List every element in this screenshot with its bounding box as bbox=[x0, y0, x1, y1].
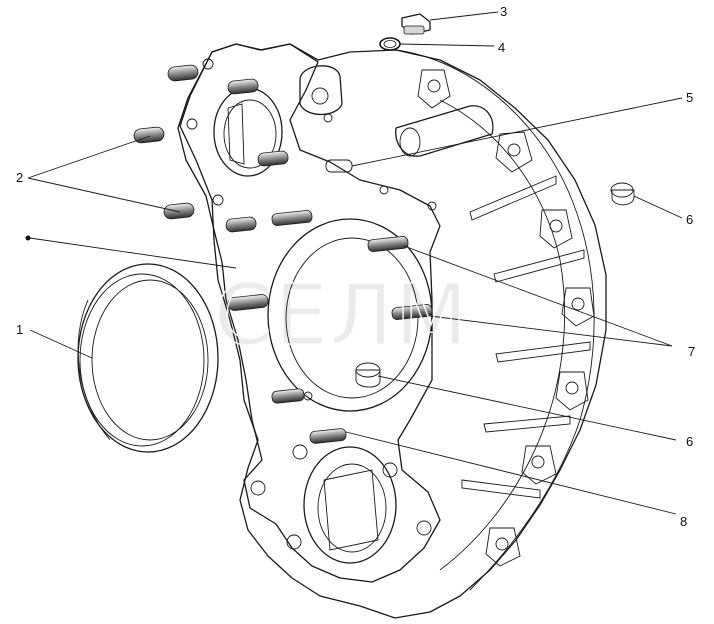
main-bore bbox=[267, 218, 433, 412]
pins bbox=[325, 159, 635, 388]
top-boss bbox=[299, 65, 494, 157]
callout-3: 3 bbox=[500, 4, 507, 19]
flange-bosses bbox=[417, 69, 595, 567]
callout-8: 8 bbox=[680, 514, 687, 529]
callout-2: 2 bbox=[16, 170, 23, 185]
plate-holes bbox=[186, 58, 437, 550]
callout-4: 4 bbox=[498, 40, 505, 55]
watermark: СЕЛМ bbox=[214, 266, 469, 364]
plug-and-washer bbox=[379, 13, 431, 51]
reference-dot bbox=[25, 235, 31, 241]
housing-studs bbox=[225, 78, 433, 444]
loose-studs bbox=[133, 64, 199, 220]
rear-flange-rim bbox=[395, 49, 595, 591]
reinforcing-ribs bbox=[461, 175, 591, 499]
callout-6-top: 6 bbox=[686, 212, 693, 227]
lower-bore bbox=[303, 446, 397, 564]
callout-5: 5 bbox=[686, 90, 693, 105]
seal-ring bbox=[77, 263, 219, 453]
housing-outline bbox=[179, 43, 607, 619]
rear-flange-rim-inner bbox=[439, 99, 566, 571]
front-plate bbox=[177, 43, 441, 583]
callout-1: 1 bbox=[16, 322, 23, 337]
callout-6-bottom: 6 bbox=[686, 434, 693, 449]
leader-lines bbox=[27, 11, 683, 515]
callout-7: 7 bbox=[688, 344, 695, 359]
